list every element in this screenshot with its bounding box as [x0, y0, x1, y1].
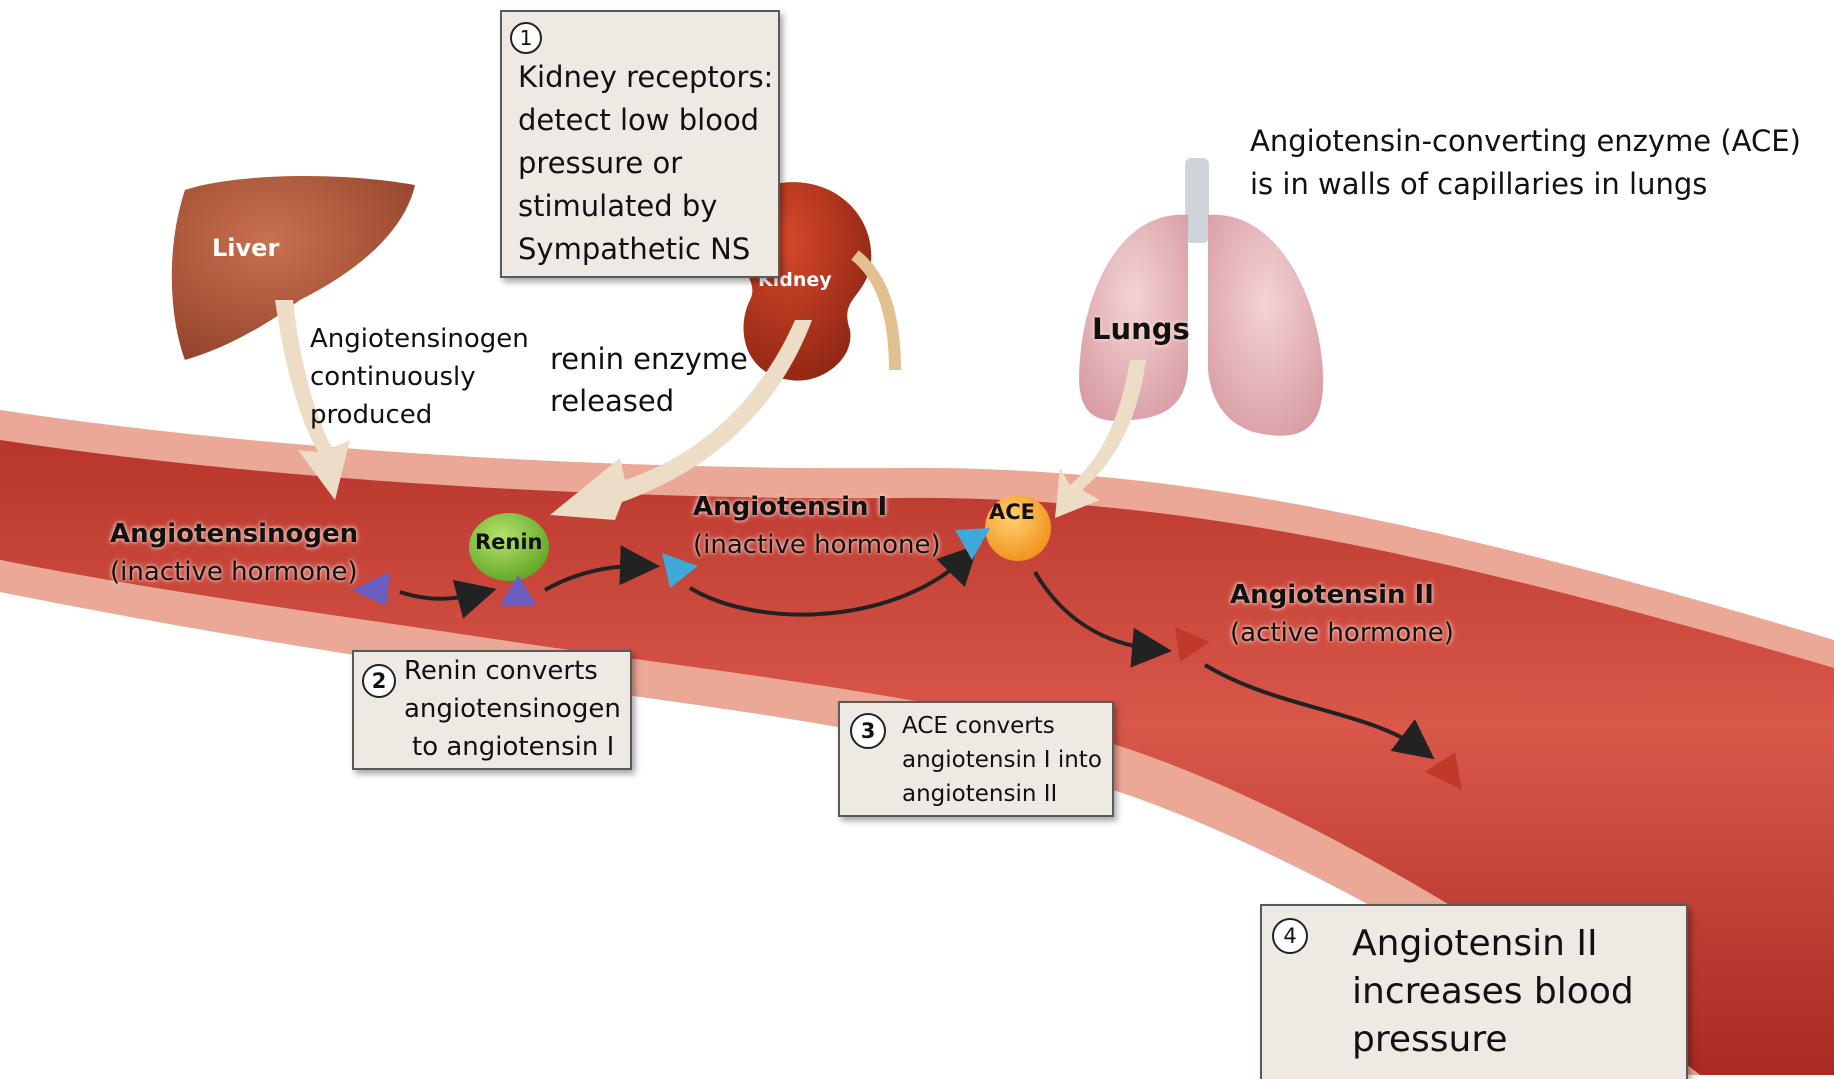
renin-released-note: renin enzyme released: [550, 342, 748, 418]
trachea-shape: [1185, 158, 1209, 243]
vessel-wall-upper: [0, 410, 1834, 672]
step-4-box: 4 Angiotensin II increases blood pressur…: [1260, 904, 1688, 1079]
angiotensinogen-produced-note: Angiotensinogen continuously produced: [310, 324, 529, 430]
angiotensinogen-marker: [352, 572, 390, 606]
ace-location-note: Angiotensin-converting enzyme (ACE) is i…: [1250, 124, 1801, 201]
angiotensin-ii-marker-2: [1425, 752, 1462, 790]
right-lung-shape: [1208, 214, 1324, 436]
angiotensinogen-to-renin-arrow: [399, 579, 497, 619]
angiotensin-i-label: Angiotensin I (inactive hormone): [693, 492, 941, 560]
step-4-number: 4: [1272, 918, 1308, 954]
ace-label: ACE: [989, 500, 1036, 524]
lungs-arrow: [1055, 360, 1146, 518]
step-2-box: 2 Renin converts angiotensinogen to angi…: [352, 650, 632, 770]
renin-to-angiotensin-i-arrow: [544, 545, 660, 592]
step-1-text: Kidney receptors: detect low blood press…: [518, 60, 774, 266]
angiotensinogen-label: Angiotensinogen (inactive hormone): [110, 519, 359, 587]
step-4-text: Angiotensin II increases blood pressure: [1352, 923, 1634, 1060]
step-3-number: 3: [850, 713, 886, 749]
step-3-box: 3 ACE converts angiotensin I into angiot…: [838, 701, 1114, 817]
step-1-box: 1 Kidney receptors: detect low blood pre…: [500, 10, 780, 278]
kidney-arrow: [550, 320, 812, 520]
angiotensin-ii-label: Angiotensin II (active hormone): [1230, 580, 1454, 648]
ace-to-angiotensin-ii-arrow: [1033, 570, 1172, 668]
renin-bound-angiotensinogen-marker: [500, 575, 536, 605]
angiotensin-ii-marker: [1175, 627, 1210, 662]
renin-label: Renin: [475, 530, 543, 554]
ace-bound-angiotensin-i-marker: [955, 528, 990, 560]
step-1-number: 1: [510, 22, 542, 54]
angiotensin-i-to-ace-arrow: [688, 544, 979, 617]
vessel-wall-lower: [0, 560, 1700, 1075]
lungs-label: Lungs: [1092, 312, 1190, 346]
renin-enzyme: [469, 513, 549, 581]
angiotensin-i-marker: [662, 553, 698, 588]
ace-enzyme: [985, 495, 1051, 561]
left-lung-shape: [1079, 214, 1188, 421]
liver-label: Liver: [212, 234, 280, 262]
step-2-text: Renin converts angiotensinogen to angiot…: [404, 656, 621, 762]
angiotensin-ii-onward-arrow: [1203, 663, 1435, 760]
liver-shape: [171, 175, 415, 360]
ureter-shape: [851, 250, 901, 371]
step-3-text: ACE converts angiotensin I into angioten…: [902, 713, 1102, 807]
liver-arrow: [275, 300, 350, 500]
step-2-number: 2: [362, 664, 396, 698]
